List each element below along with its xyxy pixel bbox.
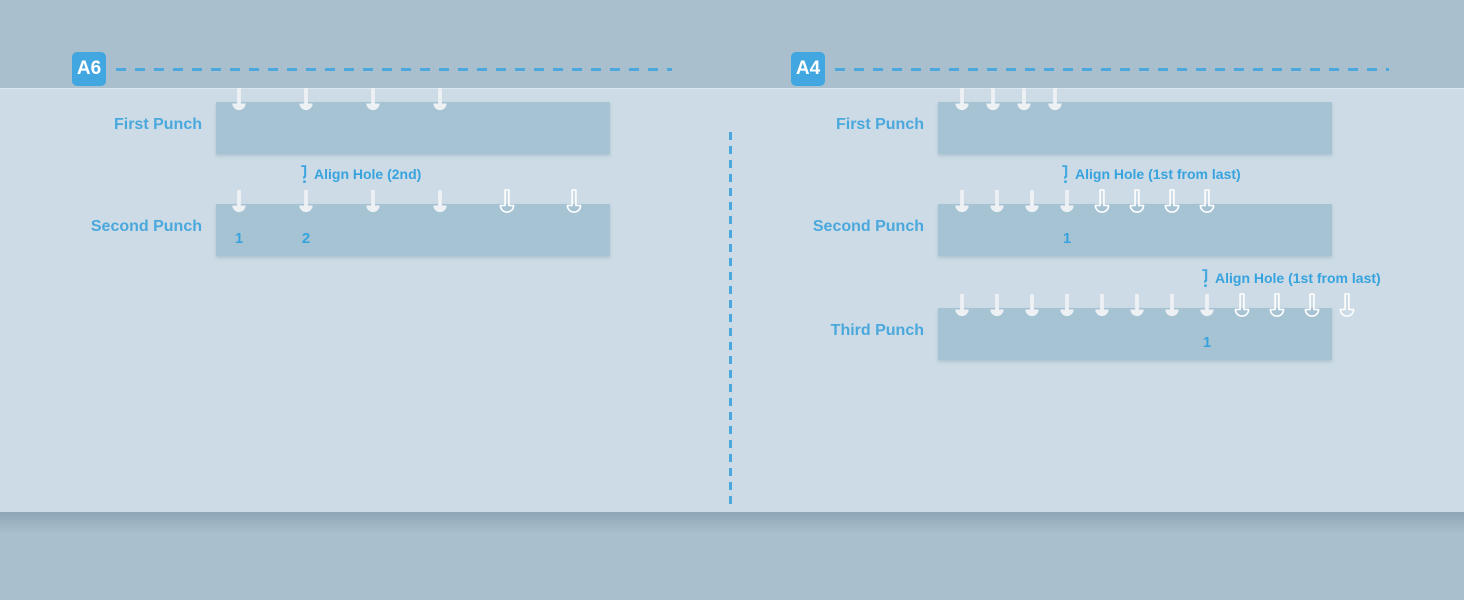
punch-arrow-filled — [365, 84, 381, 118]
punch-row-a6-first-punch: First Punch — [114, 88, 610, 154]
punch-arrow-filled — [1024, 186, 1040, 220]
paper-size-badge-a4[interactable]: A4 — [791, 52, 825, 86]
punch-arrow-outline — [1339, 290, 1355, 324]
align-hook-icon — [1201, 268, 1212, 288]
align-hole-label: Align Hole (1st from last) — [1215, 270, 1381, 286]
vertical-dashed-divider — [729, 132, 732, 504]
punch-arrow-filled — [1016, 84, 1032, 118]
hole-number: 1 — [1202, 334, 1212, 351]
punch-arrow-filled — [1129, 290, 1145, 324]
bottom-band-shadow — [0, 512, 1464, 534]
punch-arrow-filled — [954, 186, 970, 220]
paper-strip — [938, 308, 1332, 360]
punch-row-label: Third Punch — [830, 322, 924, 339]
main-panel — [0, 88, 1464, 512]
punch-arrow-outline — [1164, 186, 1180, 220]
punch-arrow-filled — [954, 290, 970, 324]
punch-row-label: Second Punch — [90, 218, 202, 235]
punch-arrow-outline — [1129, 186, 1145, 220]
align-hole-callout: Align Hole (1st from last) — [1061, 164, 1241, 184]
punch-arrow-filled — [1164, 290, 1180, 324]
punch-arrow-filled — [1094, 290, 1110, 324]
align-hole-callout: Align Hole (1st from last) — [1201, 268, 1381, 288]
align-hook-icon — [1061, 164, 1072, 184]
hole-number: 1 — [1062, 230, 1072, 247]
punch-arrow-filled — [432, 186, 448, 220]
punch-arrow-filled — [985, 84, 1001, 118]
punch-arrow-outline — [1304, 290, 1320, 324]
punch-arrow-filled — [989, 290, 1005, 324]
top-band — [0, 0, 1464, 88]
punch-arrow-filled — [298, 186, 314, 220]
punch-row-label: Second Punch — [812, 218, 924, 235]
punch-row-label: First Punch — [835, 116, 924, 133]
punch-arrow-filled — [298, 84, 314, 118]
punch-arrow-outline — [1269, 290, 1285, 324]
punch-arrow-outline — [1199, 186, 1215, 220]
punch-arrow-filled — [1059, 186, 1075, 220]
punch-arrow-filled — [432, 84, 448, 118]
punch-arrow-filled — [1059, 290, 1075, 324]
punch-arrow-outline — [499, 186, 515, 220]
punch-arrow-filled — [954, 84, 970, 118]
punch-row-a6-second-punch: Second Punch 1 2 Align Hole (2nd) — [91, 165, 610, 256]
punch-arrow-filled — [365, 186, 381, 220]
punch-row-label: First Punch — [113, 116, 202, 133]
punch-arrow-filled — [231, 84, 247, 118]
punch-arrow-outline — [1234, 290, 1250, 324]
section-header-a4: A4 — [791, 52, 1389, 86]
align-hole-label: Align Hole (2nd) — [314, 166, 422, 182]
paper-strip — [216, 204, 610, 256]
punch-arrow-filled — [1047, 84, 1063, 118]
align-hole-label: Align Hole (1st from last) — [1075, 166, 1241, 182]
paper-strip — [938, 102, 1332, 154]
punch-arrow-filled — [1024, 290, 1040, 324]
paper-strip — [216, 102, 610, 154]
punch-row-a4-third-punch: Third Punch 1 Align Hole (1st from last) — [831, 269, 1381, 360]
punch-arrow-filled — [989, 186, 1005, 220]
punch-arrow-outline — [566, 186, 582, 220]
section-header-a6: A6 — [72, 52, 672, 86]
hole-number: 1 — [234, 230, 244, 247]
punch-row-a4-first-punch: First Punch — [836, 88, 1332, 154]
panel-top-hairline — [0, 88, 1464, 89]
paper-size-badge-a6[interactable]: A6 — [72, 52, 106, 86]
paper-strip — [938, 204, 1332, 256]
punch-arrow-filled — [1199, 290, 1215, 324]
align-hole-callout: Align Hole (2nd) — [300, 164, 421, 184]
punch-arrow-filled — [231, 186, 247, 220]
punch-arrow-outline — [1094, 186, 1110, 220]
header-dashed-rule — [116, 68, 672, 71]
hole-number: 2 — [301, 230, 311, 247]
punch-row-a4-second-punch: Second Punch 1 Align Hole (1st from last) — [813, 165, 1332, 256]
align-hook-icon — [300, 164, 311, 184]
header-dashed-rule — [835, 68, 1389, 71]
